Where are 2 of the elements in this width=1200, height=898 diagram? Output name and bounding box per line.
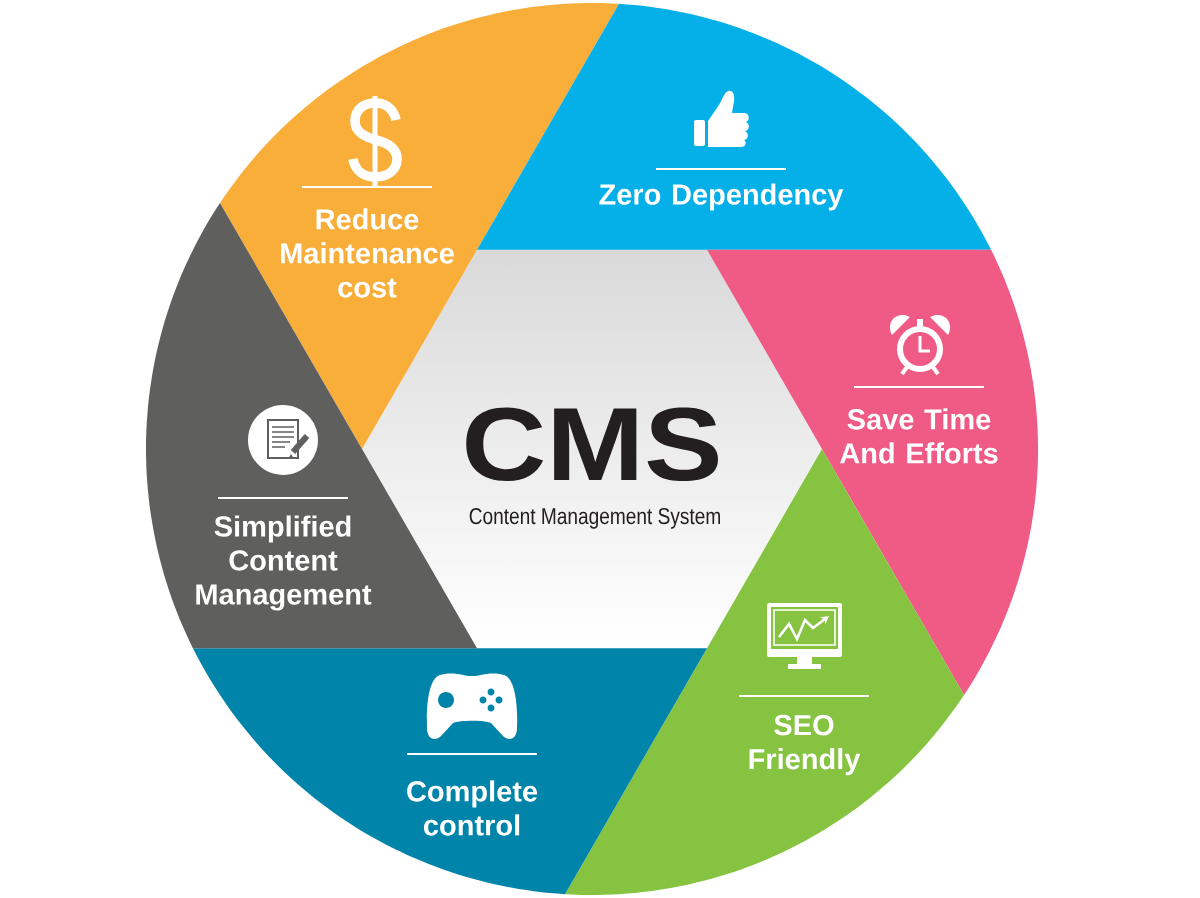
pie-segment: Complete control [192,648,707,895]
pie-segment: Zero Dependency [477,3,992,250]
